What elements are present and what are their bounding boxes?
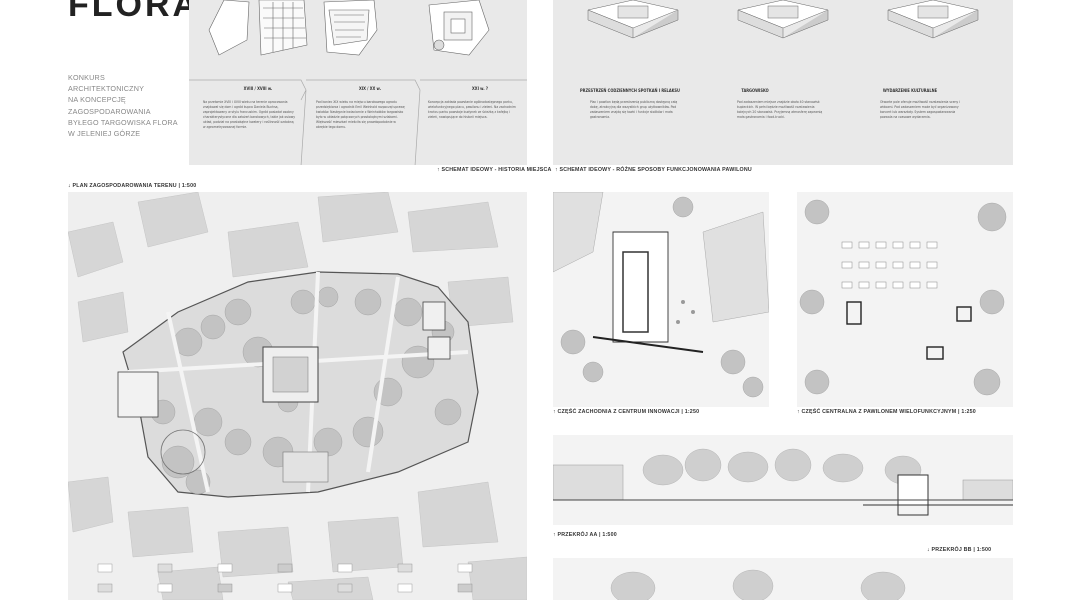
- playground: [160, 429, 206, 475]
- function-col-3-heading: WYDARZENIE KULTURALNE: [882, 88, 938, 93]
- section-aa-caption: ↑ PRZEKRÓJ AA | 1:500: [553, 532, 617, 538]
- history-col-2-heading: XIX / XX w.: [359, 86, 381, 91]
- site-plan-legend: [97, 563, 473, 593]
- function-col-1-heading: PRZESTRZEŃ CODZIENNYCH SPOTKAŃ I RELAKSU: [580, 88, 680, 93]
- function-col-1-text: Plac i pawilon będą przestrzenią publicz…: [590, 100, 678, 119]
- site-plan-caption: ↓ PLAN ZAGOSPODAROWANIA TERENU | 1:500: [68, 183, 197, 189]
- surrounding-buildings: [67, 191, 528, 601]
- section-aa-panel: [552, 435, 1014, 525]
- central-part-caption: ↑ CZĘŚĆ CENTRALNA Z PAWILONEM WIELOFUNKC…: [797, 409, 976, 415]
- east-building-2: [427, 336, 451, 360]
- central-part-panel: [797, 192, 1013, 407]
- history-schema-caption: ↑ SCHEMAT IDEOWY - HISTORIA MIEJSCA: [437, 167, 552, 173]
- intro-line: NA KONCEPCJĘ: [68, 95, 126, 105]
- west-part-caption: ↑ CZĘŚĆ ZACHODNIA Z CENTRUM INNOWACJI | …: [553, 409, 700, 415]
- sports-pitch: [282, 451, 329, 483]
- history-col-3-heading: XXI w. ?: [472, 86, 488, 91]
- history-col-1-heading: XVIII / XVIII w.: [243, 86, 273, 91]
- function-schema-caption: ↑ SCHEMAT IDEOWY - RÓŻNE SPOSOBY FUNKCJO…: [555, 167, 752, 173]
- pavilion-kiosk-west: [846, 301, 862, 325]
- section-bb-drawing: [610, 569, 906, 604]
- market-stalls: [841, 241, 938, 289]
- innovation-center: [117, 371, 159, 418]
- intro-line: ARCHITEKTONICZNY: [68, 84, 145, 94]
- intro-line: KONKURS: [68, 73, 105, 82]
- function-col-3-text: Otwarte pole oferuje możliwość rozstawie…: [880, 100, 961, 119]
- section-bb-caption: ↓ PRZEKRÓJ BB | 1:500: [927, 547, 992, 553]
- pavilion-kiosk-east: [956, 306, 972, 322]
- central-part-drawing: [799, 199, 1007, 396]
- intro-line: ZAGOSPODAROWANIA: [68, 106, 151, 116]
- history-schema-panel: [189, 0, 527, 167]
- flower-market-thumbnail: [323, 0, 378, 56]
- history-col-1-text: Na przełomie XVIII i XVIII wieku na tere…: [203, 100, 296, 129]
- east-building: [422, 301, 446, 331]
- intro-line: W JELENIEJ GÓRZE: [68, 129, 141, 139]
- section-trees: [642, 448, 922, 486]
- pavilion-axonometry-drawings: [587, 0, 979, 39]
- history-col-2-text: Pod koniec XIX wieku na miejscu barokowe…: [316, 100, 405, 129]
- function-col-2-heading: TARGOWISKO: [741, 88, 769, 93]
- history-col-3-text: Koncepcja zakłada powstanie ogólnodostęp…: [428, 100, 516, 119]
- poster-title: FLORA: [68, 0, 201, 24]
- function-schema-panel: [553, 0, 1013, 165]
- west-part-drawing: [552, 191, 770, 398]
- site-plan-panel: [67, 191, 528, 601]
- innovation-center-plan: [612, 231, 669, 343]
- site-plan-drawing: [67, 191, 528, 601]
- pavilion-kiosk-south: [926, 346, 944, 360]
- future-park-thumbnail: [428, 0, 490, 56]
- intro-line: BYŁEGO TARGOWISKA FLORA: [68, 117, 178, 127]
- section-aa-drawing: [552, 448, 1014, 516]
- history-schema-drawings: [189, 0, 527, 167]
- section-bb-panel: [553, 558, 1013, 604]
- west-part-panel: [552, 191, 770, 407]
- function-col-2-text: Pod zadaszeniem miejsce znajdzie około 4…: [737, 100, 823, 119]
- baroque-garden-thumbnail: [208, 0, 308, 56]
